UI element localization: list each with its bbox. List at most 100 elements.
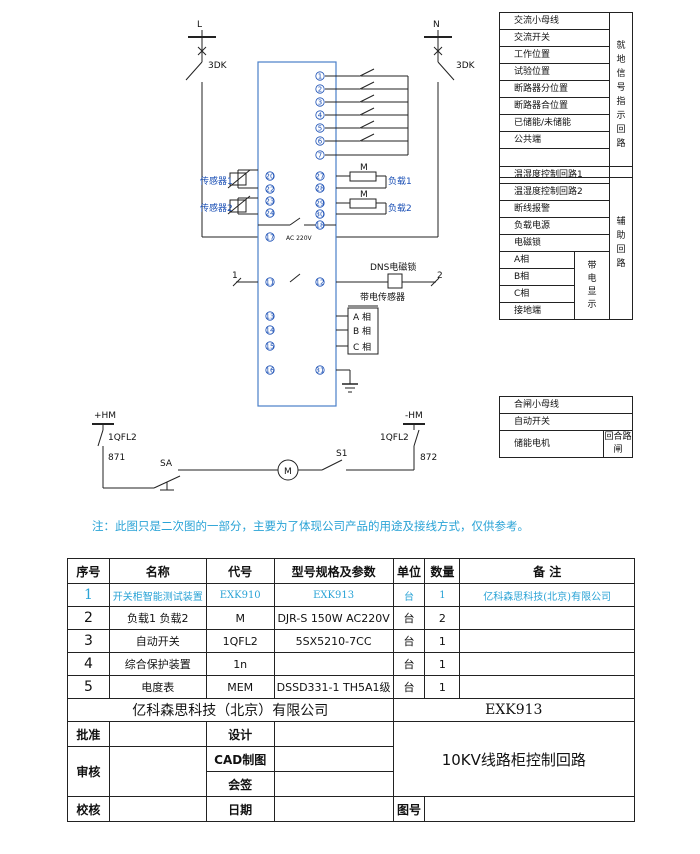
terminal-right-label: 12 [316, 279, 325, 287]
label-L: L [197, 20, 202, 30]
terminal-right-circle [315, 97, 325, 107]
terminal-right-circle [315, 365, 325, 375]
terminal-left-circle [265, 365, 275, 375]
label-node2: 2 [437, 271, 443, 281]
aux-item: A相 [499, 251, 575, 269]
terminal-right-label: 3 [318, 99, 322, 107]
drawing-title: 10KV线路柜控制回路 [392, 721, 636, 797]
local-signal-item: 断路器分位置 [499, 80, 610, 98]
label-m2: M [360, 190, 368, 200]
local-signal-item: 交流小母线 [499, 12, 610, 30]
review-value [108, 746, 207, 797]
bom-cell: 1n [205, 652, 275, 676]
label-load1: 负载1 [388, 175, 412, 187]
terminal-right-circle [315, 183, 325, 193]
company-name: 亿科森思科技（北京）有限公司 [67, 698, 394, 722]
sign-label: 会签 [205, 771, 275, 797]
bom-cell: DSSD331-1 TH5A1级 [273, 675, 394, 699]
bom-cell [273, 652, 394, 676]
local-signal-item: 断路器合位置 [499, 97, 610, 115]
aux-item: 断线报警 [499, 200, 610, 218]
label-node1: 1 [232, 271, 238, 281]
label-plus-hm: +HM [94, 411, 116, 421]
aux-item: 温湿度控制回路2 [499, 183, 610, 201]
close-side: 回合路闸 [603, 430, 633, 458]
switch-contact [359, 120, 375, 129]
label-motor: M [284, 467, 292, 477]
switch-contact [359, 81, 375, 90]
terminal-left-label: 23 [266, 198, 275, 206]
local-signal-item: 试验位置 [499, 63, 610, 81]
bom-cell: 开关柜智能测试装置 [108, 583, 207, 607]
terminal-left-label: 14 [266, 327, 275, 335]
bom-cell: 5 [67, 675, 110, 699]
date-label: 日期 [205, 796, 275, 822]
terminal-right-circle [315, 84, 325, 94]
label-sensor1: 传感器1 [200, 175, 233, 187]
close-item: 自动开关 [499, 413, 633, 431]
note-text: 注：此图只是二次图的一部分，主要为了体现公司产品的用途及接线方式，仅供参考。 [92, 519, 529, 533]
label-3dk-right: 3DK [456, 61, 476, 71]
bom-cell: 5SX5210-7CC [273, 629, 394, 653]
bom-header: 数量 [424, 558, 461, 584]
aux-item: B相 [499, 268, 575, 286]
aux-item: 温湿度控制回路1 [499, 166, 610, 184]
terminal-right-label: 27 [316, 173, 325, 181]
bom-cell: 亿科森思科技(北京)有限公司 [459, 583, 635, 607]
bom-cell [459, 652, 635, 676]
label-N: N [433, 20, 440, 30]
label-871: 871 [108, 453, 125, 463]
terminal-right-label: 4 [318, 112, 323, 120]
terminal-left-circle [265, 311, 275, 321]
local-signal-item: 交流开关 [499, 29, 610, 47]
design-label: 设计 [205, 721, 275, 747]
approve-label: 批准 [67, 721, 110, 747]
bom-cell: 1 [424, 652, 461, 676]
terminal-right-circle [315, 209, 325, 219]
terminal-left-label: 20 [266, 173, 275, 181]
label-dns-lock: DNS电磁锁 [370, 261, 416, 273]
terminal-right-circle [315, 123, 325, 133]
bom-header: 单位 [392, 558, 426, 584]
terminal-left-label: 22 [266, 186, 275, 194]
terminal-right-circle [315, 220, 325, 230]
terminal-right-circle [315, 136, 325, 146]
label-minus-hm: -HM [405, 411, 423, 421]
terminal-left-label: 24 [266, 210, 275, 218]
date-value [273, 796, 394, 822]
aux-item: 电磁锁 [499, 234, 610, 252]
terminal-right-label: 18 [316, 222, 325, 230]
local-signal-table: 交流小母线就地信号指示回路交流开关工作位置试验位置断路器分位置断路器合位置已储能… [499, 12, 633, 178]
terminal-right-circle [315, 198, 325, 208]
bom-cell: 电度表 [108, 675, 207, 699]
bom-header: 名称 [108, 558, 207, 584]
bom-cell: 台 [392, 629, 426, 653]
switch-contact [359, 107, 375, 116]
terminal-left-label: 11 [266, 279, 275, 287]
label-sensor2: 传感器2 [200, 202, 233, 214]
local-signal-item: 工作位置 [499, 46, 610, 64]
cad-label: CAD制图 [205, 746, 275, 772]
bom-cell: M [205, 606, 275, 630]
close-item: 合闸小母线 [499, 396, 633, 414]
terminal-right-label: 30 [316, 211, 325, 219]
terminal-right-circle [315, 110, 325, 120]
bom-cell: MEM [205, 675, 275, 699]
terminal-left-circle [265, 277, 275, 287]
terminal-left-label: 15 [266, 343, 275, 351]
switch-contact [359, 94, 375, 103]
local-signal-side: 就地信号指示回路 [609, 12, 633, 178]
bom-cell: 台 [392, 652, 426, 676]
bom-cell: 台 [392, 583, 426, 607]
label-3dk-left: 3DK [208, 61, 228, 71]
aux-item: 负载电源 [499, 217, 610, 235]
label-ac220: AC 220V [286, 235, 313, 242]
terminal-right-circle [315, 277, 325, 287]
bom-cell: 2 [424, 606, 461, 630]
bom-cell: DJR-S 150W AC220V [273, 606, 394, 630]
terminal-right-label: 29 [316, 200, 325, 208]
bom-header: 代号 [205, 558, 275, 584]
